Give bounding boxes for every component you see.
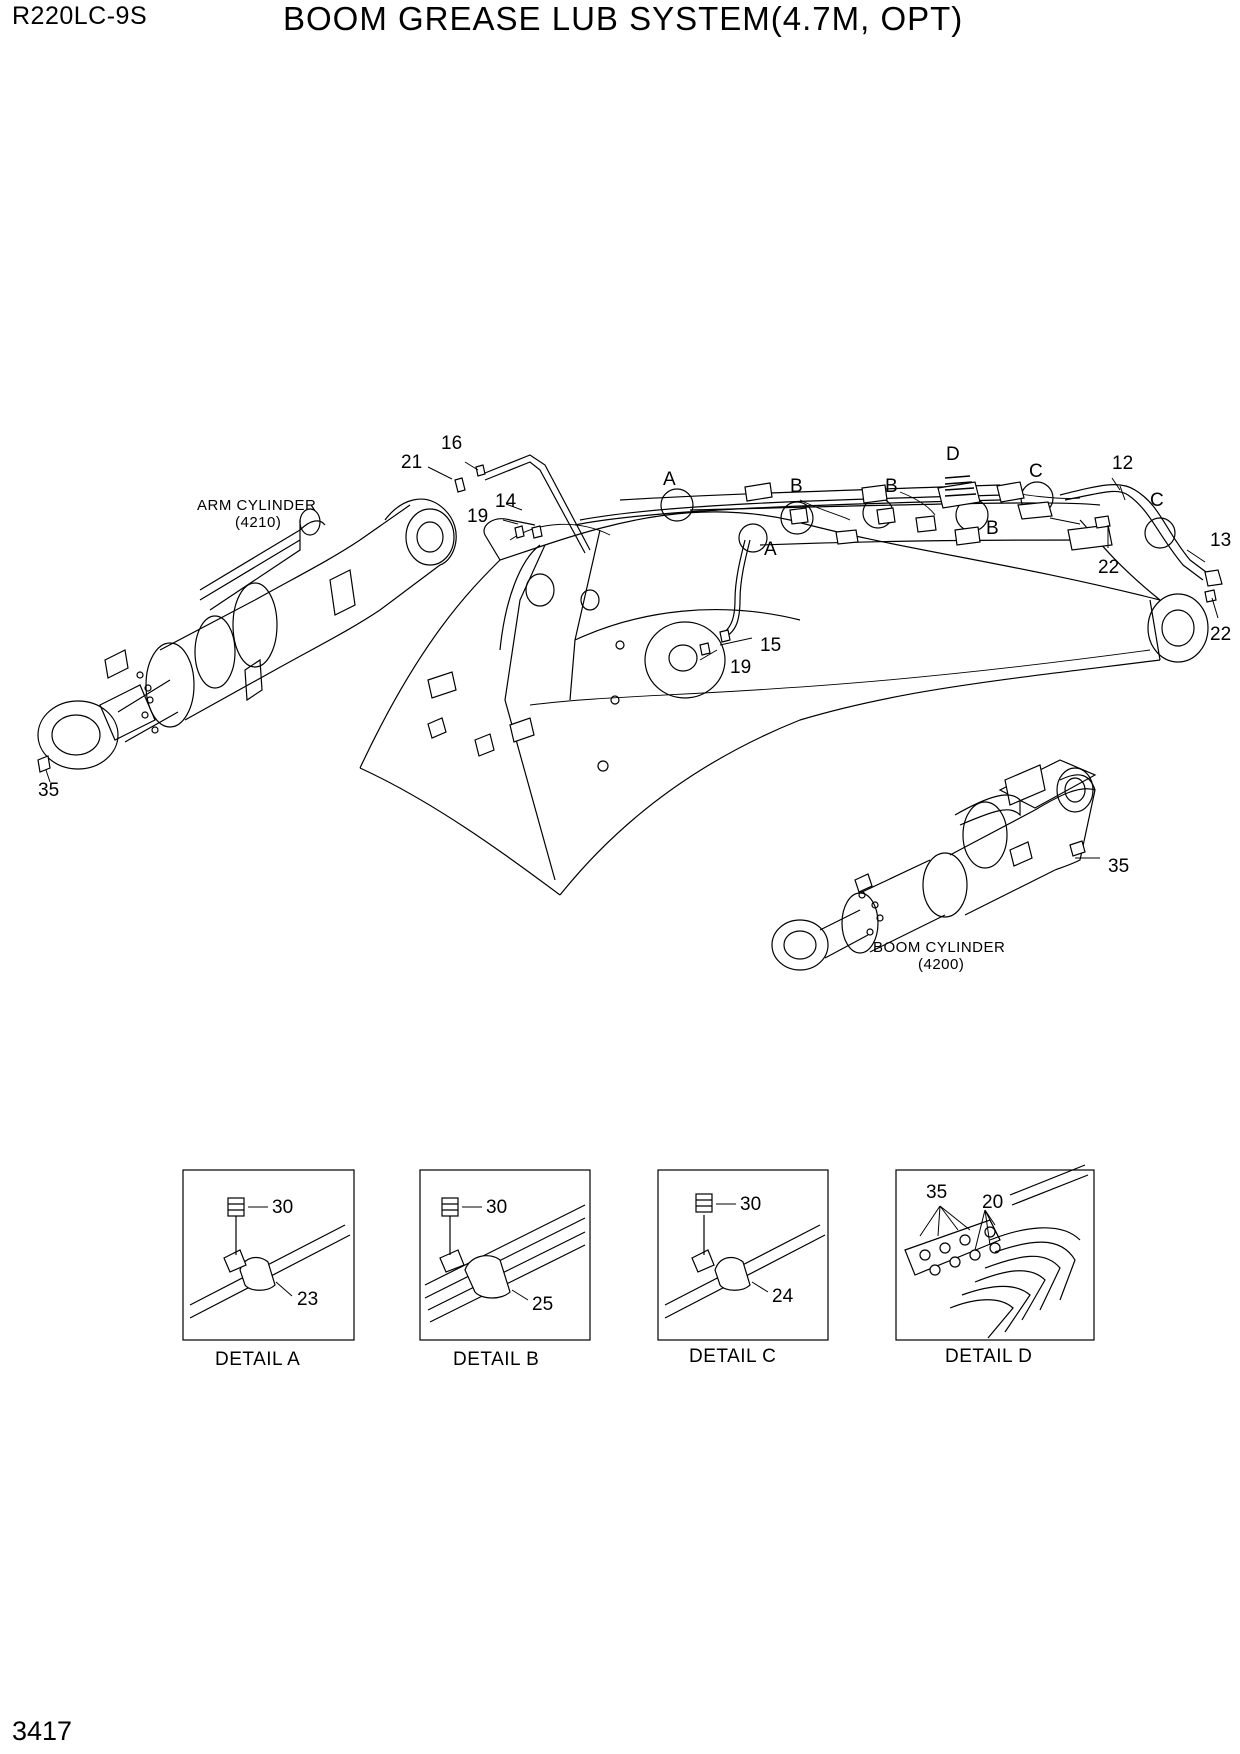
callout-19: 19: [467, 506, 488, 527]
callout-22: 22: [1210, 624, 1231, 645]
detail-ref-b: B: [885, 476, 898, 497]
callout-20: 20: [982, 1192, 1003, 1213]
page-number: 3417: [12, 1716, 73, 1746]
boom-body: [359, 511, 1209, 896]
detail-d-caption: DETAIL D: [945, 1346, 1032, 1367]
assembly-labels: ARM CYLINDER (4210) BOOM CYLINDER (4200): [197, 497, 1005, 973]
callout-30: 30: [486, 1197, 507, 1218]
callout-35: 35: [1108, 856, 1129, 877]
callout-35: 35: [38, 780, 59, 801]
leader-lines: [45, 461, 1219, 859]
detail-ref-a: A: [764, 539, 777, 560]
boom-cylinder-label: BOOM CYLINDER: [873, 939, 1005, 956]
detail-a-caption: DETAIL A: [215, 1349, 300, 1370]
callout-25: 25: [532, 1294, 553, 1315]
callout-30: 30: [740, 1194, 761, 1215]
callout-19: 19: [730, 657, 751, 678]
callout-21: 21: [401, 452, 422, 473]
arm-cylinder-ref: (4210): [235, 514, 281, 531]
callout-16: 16: [441, 433, 462, 454]
boom-cylinder-ref: (4200): [918, 956, 964, 973]
callout-35: 35: [926, 1182, 947, 1203]
callout-13: 13: [1210, 530, 1231, 551]
detail-c-caption: DETAIL C: [689, 1346, 776, 1367]
detail-ref-c: C: [1150, 490, 1164, 511]
callout-23: 23: [297, 1289, 318, 1310]
arm-cylinder: [37, 498, 457, 773]
detail-b: 30 25 DETAIL B: [419, 1169, 591, 1370]
callout-14: 14: [495, 491, 517, 512]
detail-ref-c: C: [1029, 461, 1043, 482]
detail-d: 35 20 DETAIL D: [895, 1164, 1095, 1367]
arm-cylinder-label: ARM CYLINDER: [197, 497, 316, 514]
boom-cylinder: [771, 759, 1097, 971]
main-callouts: 16 21 14 19 15 19 12 13 22 22 35 35 A A …: [38, 433, 1231, 877]
callout-22: 22: [1098, 557, 1119, 578]
detail-ref-d: D: [946, 444, 960, 465]
detail-c: 30 24 DETAIL C: [657, 1169, 829, 1367]
detail-ref-b: B: [986, 518, 999, 539]
detail-a: 30 23 DETAIL A: [182, 1169, 355, 1370]
detail-ref-a: A: [663, 469, 676, 490]
callout-12: 12: [1112, 453, 1133, 474]
callout-15: 15: [760, 635, 781, 656]
detail-b-caption: DETAIL B: [453, 1349, 539, 1370]
page-title: BOOM GREASE LUB SYSTEM(4.7M, OPT): [283, 0, 964, 37]
detail-ref-b: B: [790, 476, 803, 497]
model-number: R220LC-9S: [12, 2, 148, 30]
callout-30: 30: [272, 1197, 293, 1218]
clamps-and-fittings: [454, 464, 1223, 656]
callout-24: 24: [772, 1286, 794, 1307]
